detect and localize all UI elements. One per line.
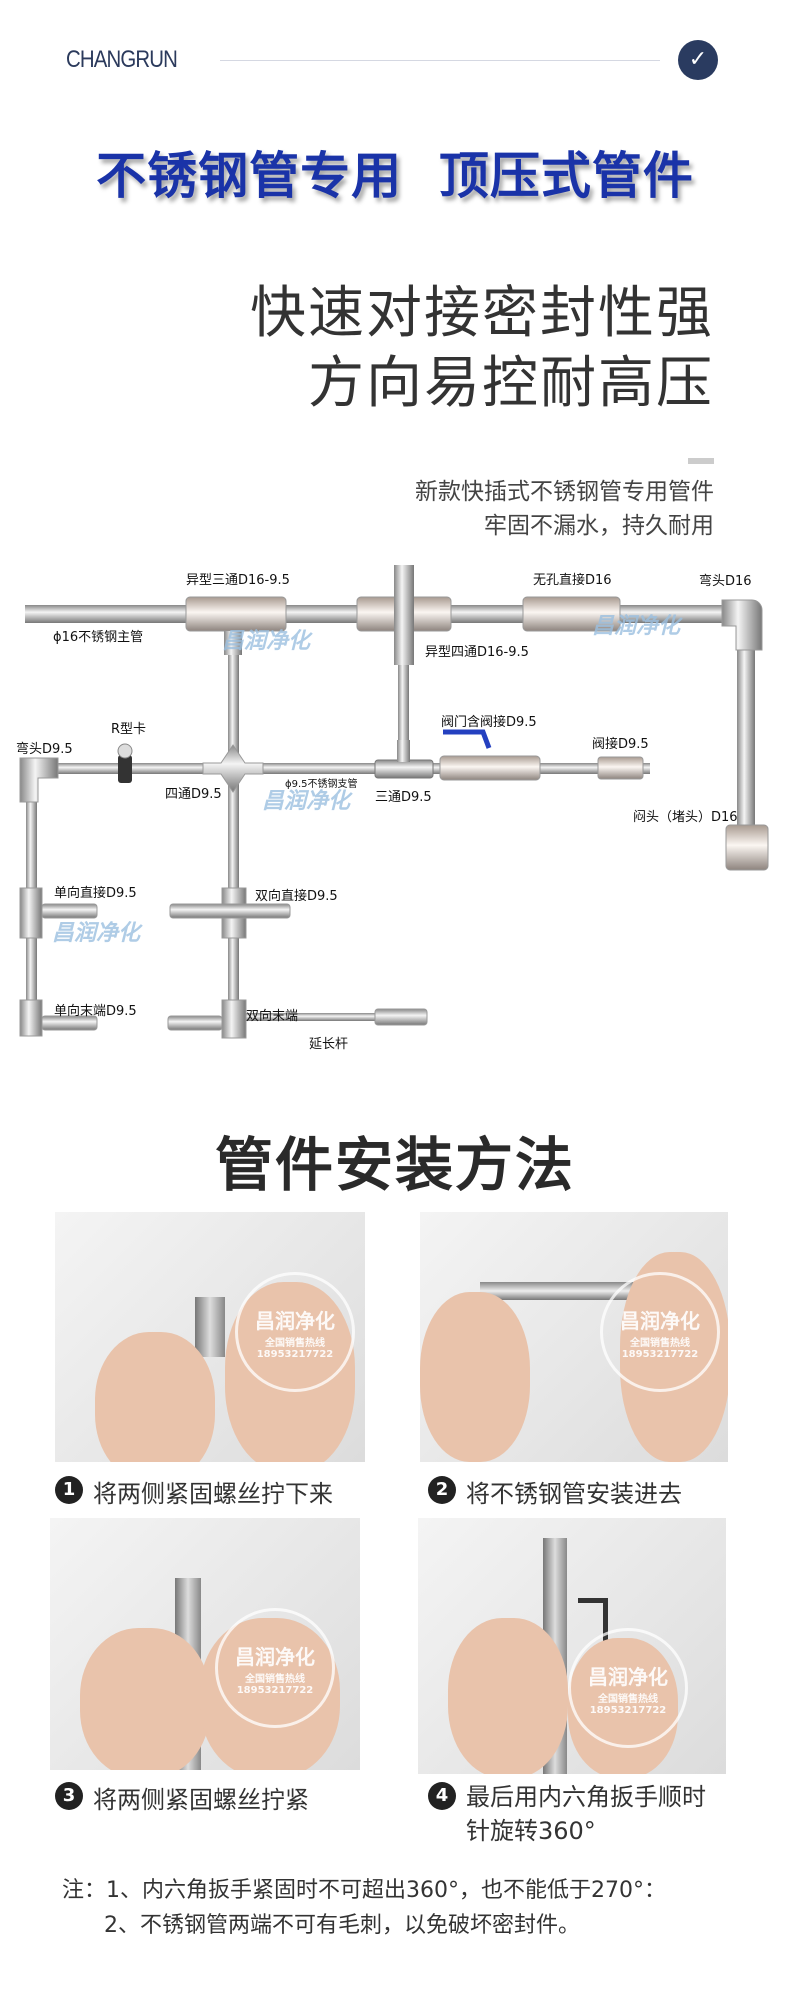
elbow16-fitting	[721, 599, 763, 651]
cross95-fitting	[202, 744, 264, 793]
label-tee-main: 异型三通D16-9.5	[186, 573, 290, 588]
straight-fitting	[522, 596, 621, 632]
label-tee95: 三通D9.5	[375, 790, 432, 805]
label-extension: 延长杆	[309, 1037, 348, 1052]
one-way-end-fitting	[19, 999, 43, 1037]
label-one-way-end: 单向末端D9.5	[54, 1003, 137, 1019]
label-one-way-straight: 单向直接D9.5	[54, 885, 137, 901]
plug-fitting	[725, 824, 769, 871]
label-elbow16: 弯头D16	[699, 573, 752, 589]
watermark: 昌润净化	[262, 788, 353, 814]
two-way-end-fitting	[221, 999, 247, 1039]
r-clip	[118, 755, 132, 783]
label-straight: 无孔直接D16	[533, 572, 612, 588]
note-2: 2、不锈钢管两端不可有毛刺，以免破坏密封件。	[104, 1913, 580, 1938]
brand-logo: CHANGRUN	[66, 46, 178, 73]
label-cross-main: 异型四通D16-9.5	[425, 645, 529, 660]
valve-joint-fitting	[597, 756, 644, 780]
label-two-way-end: 双向末端	[246, 1008, 298, 1024]
hero-sub-2: 牢固不漏水，持久耐用	[484, 513, 714, 539]
one-way-straight-fitting	[19, 887, 43, 939]
label-valve: 阀门含阀接D9.5	[441, 714, 537, 730]
hero-line-1: 快速对接密封性强	[250, 281, 714, 346]
main-pipe-vertical	[737, 614, 755, 834]
tee-main-fitting	[185, 596, 287, 632]
label-branch-pipe: ϕ9.5不锈钢支管	[285, 777, 358, 790]
valve-body	[439, 755, 541, 781]
check-circle-icon: ✓	[678, 40, 718, 80]
label-valve-joint: 阀接D9.5	[592, 736, 649, 752]
label-cross95: 四通D9.5	[165, 787, 222, 802]
label-r-clip: R型卡	[111, 722, 146, 737]
hero-title: 不锈钢管专用 顶压式管件	[96, 147, 694, 205]
branch-pipe-1	[228, 620, 239, 1035]
note-1: 注：1、内六角扳手紧固时不可超出360°，也不能低于270°：	[62, 1878, 666, 1903]
extension-rod	[233, 1013, 423, 1021]
hero-line-2: 方向易控耐高压	[308, 351, 714, 416]
accent-bar	[688, 458, 714, 464]
watermark: 昌润净化	[222, 628, 313, 654]
branch-pipe-horizontal	[30, 763, 650, 774]
branch-pipe-2	[398, 620, 409, 770]
valve-handle	[443, 729, 492, 749]
label-plug: 闷头（堵头）D16	[633, 810, 738, 825]
label-elbow95: 弯头D9.5	[16, 741, 73, 757]
watermark: 昌润净化	[52, 920, 143, 946]
watermark: 昌润净化	[592, 613, 683, 639]
label-two-way-straight: 双向直接D9.5	[255, 888, 338, 904]
install-title: 管件安装方法	[214, 1131, 575, 1199]
tee95-fitting	[374, 759, 434, 779]
header-divider	[220, 60, 660, 61]
fittings-diagram: 昌润净化 昌润净化 昌润净化 昌润净化 异型三通D16-9.5 ϕ16不锈钢主管…	[16, 565, 769, 1052]
elbow95-fitting	[19, 757, 59, 803]
label-main-pipe: ϕ16不锈钢主管	[53, 630, 143, 645]
hero-sub-1: 新款快插式不锈钢管专用管件	[415, 479, 714, 505]
